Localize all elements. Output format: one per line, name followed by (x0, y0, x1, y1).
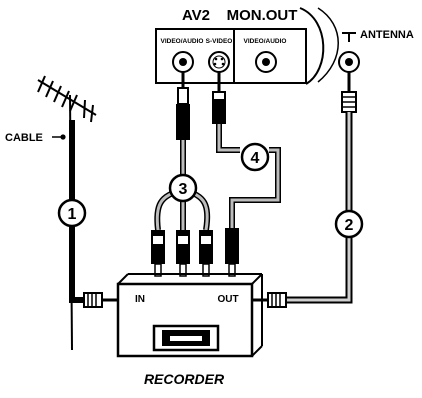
s-video-label: S-VIDEO (206, 38, 233, 45)
recorder (116, 273, 263, 358)
cable-label: CABLE (5, 132, 43, 144)
step-number: 4 (251, 150, 260, 167)
rca-jack-icon (172, 51, 194, 73)
step-number: 2 (345, 217, 354, 234)
step-number: 3 (179, 181, 188, 198)
s-video-cable-4 (212, 72, 281, 277)
coax-plug-icon (83, 292, 118, 308)
video-audio-label-mon: VIDEO/AUDIO (244, 38, 287, 45)
step-marker-4: 4 (240, 142, 270, 172)
rca-jack-icon (255, 51, 277, 73)
antenna-symbol-icon (342, 32, 356, 42)
antenna-label: ANTENNA (360, 29, 414, 41)
recorder-label: RECORDER (144, 371, 225, 387)
av2-label: AV2 (182, 7, 210, 24)
step-marker-3: 3 (168, 173, 198, 203)
recorder-out-label: OUT (217, 294, 238, 305)
antenna-socket-icon (338, 51, 360, 73)
step-number: 1 (68, 206, 77, 223)
s-video-jack-icon (208, 51, 230, 73)
recorder-in-label: IN (135, 294, 145, 305)
mon-out-label: MON.OUT (227, 7, 298, 24)
coax-plug-icon (341, 72, 357, 113)
step-marker-1: 1 (57, 198, 87, 228)
video-audio-label-av2: VIDEO/AUDIO (161, 38, 204, 45)
coax-plug-icon (252, 292, 287, 308)
step-marker-2: 2 (334, 209, 364, 239)
av-cable-3 (151, 72, 213, 277)
